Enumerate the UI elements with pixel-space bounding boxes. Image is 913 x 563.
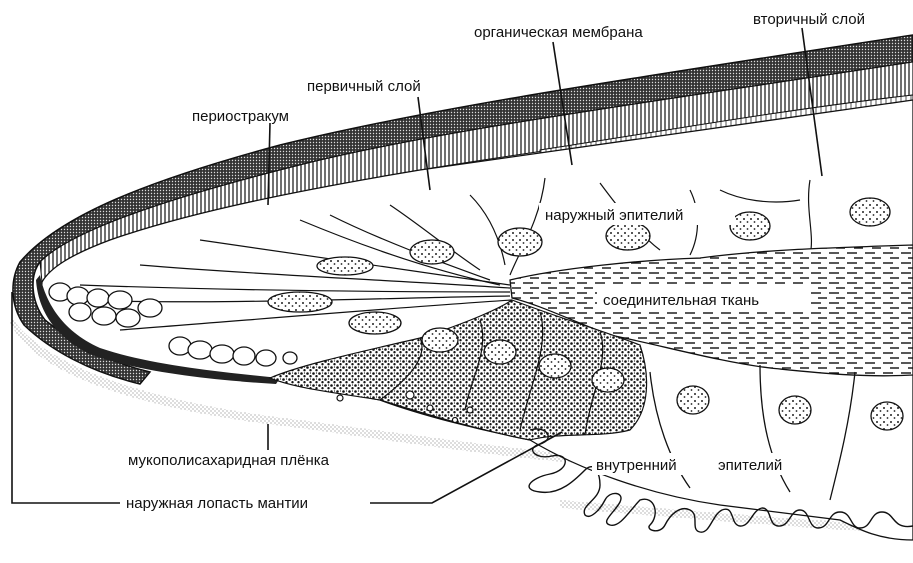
label-mucopolysaccharide-film: мукополисахаридная плёнка <box>128 452 330 469</box>
label-inner: внутренний <box>596 457 677 474</box>
label-primary-layer: первичный слой <box>307 78 421 95</box>
label-connective-tissue: соединительная ткань <box>603 292 759 309</box>
label-organic-membrane: органическая мембрана <box>474 24 643 41</box>
label-periostracum: периостракум <box>192 108 289 125</box>
label-outer-epithelium: наружный эпителий <box>545 207 683 224</box>
label-secondary-layer: вторичный слой <box>753 11 865 28</box>
label-epithelium: эпителий <box>718 457 782 474</box>
label-outer-mantle-lobe: наружная лопасть мантии <box>126 495 308 512</box>
